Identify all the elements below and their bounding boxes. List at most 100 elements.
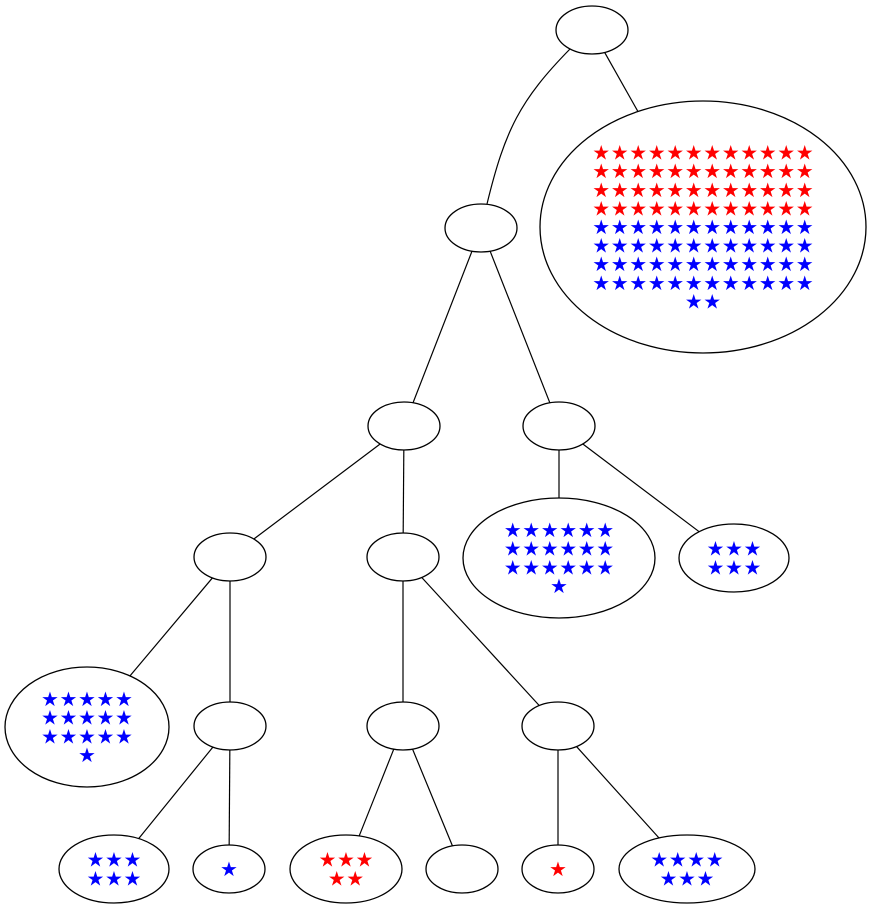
red-star-icon: ★ — [611, 159, 629, 183]
red-star-icon: ★ — [759, 196, 777, 220]
edge-n1-to-n2 — [412, 251, 473, 403]
blue-star-icon: ★ — [660, 866, 678, 890]
blue-star-icon: ★ — [611, 215, 629, 239]
blue-star-icon: ★ — [648, 234, 666, 258]
blue-star-icon: ★ — [722, 252, 740, 276]
node-leaf-red-1: ★ — [521, 844, 595, 894]
red-star-icon: ★ — [777, 196, 795, 220]
blue-star-icon: ★ — [678, 866, 696, 890]
blue-star-icon: ★ — [629, 271, 647, 295]
blue-star-icon: ★ — [666, 215, 684, 239]
blue-star-icon: ★ — [592, 252, 610, 276]
blue-star-icon: ★ — [669, 848, 687, 872]
blue-star-icon: ★ — [796, 252, 814, 276]
blue-star-icon: ★ — [124, 848, 142, 872]
red-star-icon: ★ — [740, 178, 758, 202]
node-ellipse — [521, 701, 595, 751]
blue-star-icon: ★ — [611, 252, 629, 276]
red-star-icon: ★ — [666, 196, 684, 220]
blue-star-icon: ★ — [744, 555, 762, 579]
red-star-icon: ★ — [685, 178, 703, 202]
blue-star-icon: ★ — [703, 234, 721, 258]
edge-n6-to-leaf-blue-1 — [228, 749, 231, 846]
blue-star-icon: ★ — [629, 215, 647, 239]
red-star-icon: ★ — [796, 178, 814, 202]
blue-star-icon: ★ — [41, 687, 59, 711]
blue-star-icon: ★ — [666, 252, 684, 276]
blue-star-icon: ★ — [666, 271, 684, 295]
blue-star-icon: ★ — [703, 289, 721, 313]
red-star-icon: ★ — [722, 159, 740, 183]
blue-star-icon: ★ — [78, 687, 96, 711]
red-star-icon: ★ — [777, 159, 795, 183]
blue-star-icon: ★ — [777, 234, 795, 258]
blue-star-icon: ★ — [541, 537, 559, 561]
blue-star-icon: ★ — [725, 555, 743, 579]
red-star-icon: ★ — [685, 196, 703, 220]
blue-star-icon: ★ — [78, 743, 96, 767]
red-star-icon: ★ — [703, 196, 721, 220]
red-star-icon: ★ — [777, 178, 795, 202]
red-star-icon: ★ — [611, 141, 629, 165]
red-star-icon: ★ — [796, 141, 814, 165]
blue-star-icon: ★ — [504, 537, 522, 561]
red-star-icon: ★ — [611, 178, 629, 202]
blue-star-icon: ★ — [648, 252, 666, 276]
edge-n4-to-leaf-blue-16 — [129, 577, 213, 677]
blue-star-icon: ★ — [777, 252, 795, 276]
blue-star-icon: ★ — [78, 706, 96, 730]
blue-star-icon: ★ — [97, 687, 115, 711]
blue-star-icon: ★ — [115, 706, 133, 730]
red-star-icon: ★ — [740, 141, 758, 165]
red-star-icon: ★ — [722, 178, 740, 202]
node-ellipse — [193, 701, 267, 751]
red-star-icon: ★ — [549, 857, 567, 881]
blue-star-icon: ★ — [550, 574, 568, 598]
blue-star-icon: ★ — [650, 848, 668, 872]
blue-star-icon: ★ — [522, 518, 540, 542]
red-star-icon: ★ — [740, 196, 758, 220]
node-n6 — [193, 701, 267, 751]
red-star-icon: ★ — [759, 159, 777, 183]
node-ellipse — [192, 844, 266, 894]
node-ellipse — [522, 401, 596, 451]
blue-star-icon: ★ — [611, 271, 629, 295]
edge-n3-to-leaf-blue-6-a — [582, 443, 700, 533]
node-ellipse — [58, 834, 170, 904]
blue-star-icon: ★ — [703, 271, 721, 295]
edges-layer — [129, 48, 700, 847]
red-star-icon: ★ — [685, 141, 703, 165]
blue-star-icon: ★ — [722, 271, 740, 295]
node-n3 — [522, 401, 596, 451]
edge-n7-to-leaf-red-5 — [358, 748, 395, 837]
edge-n2-to-n4 — [253, 443, 381, 540]
red-star-icon: ★ — [328, 866, 346, 890]
blue-star-icon: ★ — [559, 537, 577, 561]
blue-star-icon: ★ — [744, 537, 762, 561]
blue-star-icon: ★ — [740, 271, 758, 295]
node-leaf-blue-6-a: ★★★★★★ — [678, 523, 790, 593]
blue-star-icon: ★ — [115, 724, 133, 748]
node-ellipse — [367, 401, 441, 451]
red-star-icon: ★ — [722, 141, 740, 165]
node-n1 — [444, 203, 518, 253]
red-star-icon: ★ — [319, 848, 337, 872]
blue-star-icon: ★ — [596, 537, 614, 561]
blue-star-icon: ★ — [592, 215, 610, 239]
blue-star-icon: ★ — [697, 866, 715, 890]
node-root — [555, 5, 629, 55]
blue-star-icon: ★ — [124, 866, 142, 890]
blue-star-icon: ★ — [87, 866, 105, 890]
blue-star-icon: ★ — [740, 252, 758, 276]
blue-star-icon: ★ — [740, 234, 758, 258]
edge-n6-to-leaf-blue-6-b — [138, 746, 214, 839]
node-ellipse — [366, 532, 440, 582]
node-ellipse — [539, 100, 867, 354]
red-star-icon: ★ — [592, 159, 610, 183]
red-star-icon: ★ — [759, 178, 777, 202]
blue-star-icon: ★ — [559, 555, 577, 579]
blue-star-icon: ★ — [687, 848, 705, 872]
blue-star-icon: ★ — [707, 537, 725, 561]
blue-star-icon: ★ — [559, 518, 577, 542]
blue-star-icon: ★ — [578, 537, 596, 561]
